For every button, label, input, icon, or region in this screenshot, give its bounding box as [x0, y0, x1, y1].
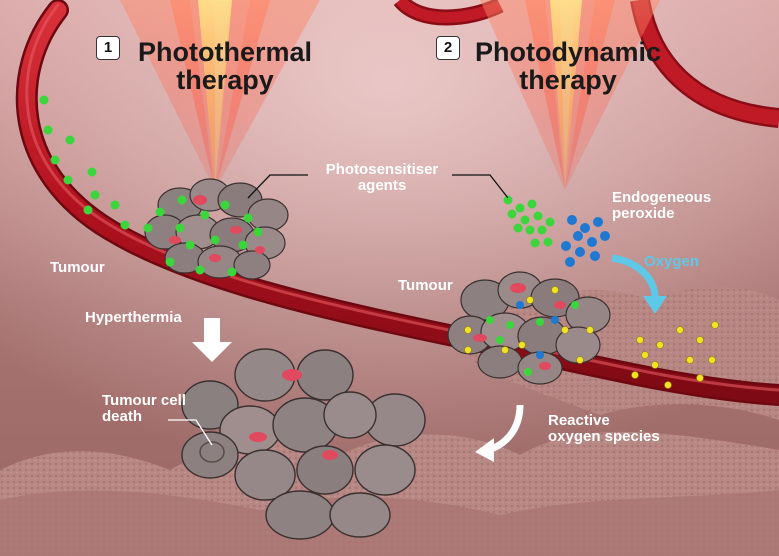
photosensitiser-label-line1: Photosensitiser: [325, 161, 439, 178]
photosensitiser-cluster-right: [503, 195, 555, 248]
hyperthermia-label: Hyperthermia: [85, 309, 182, 326]
photothermal-title: Photothermal therapy: [130, 38, 320, 95]
endogeneous-peroxide-label: Endogeneous peroxide: [612, 190, 711, 222]
blood-vessel: [15, 0, 779, 406]
peroxide-cluster: [561, 215, 610, 267]
photodynamic-title-line2: therapy: [519, 65, 617, 96]
ros-arrow: [475, 404, 524, 462]
peroxide-in-tumour: [516, 301, 559, 359]
photosensitiser-label: Photosensitiser agents: [312, 162, 452, 194]
photothermal-title-line2: therapy: [176, 65, 274, 96]
step-number-2: 2: [436, 36, 460, 60]
tumour-cluster-left: [144, 178, 289, 280]
laser-beam-photothermal: [120, 0, 320, 190]
dead-tumour-cells: [181, 348, 426, 540]
photosensitiser-in-tumour: [486, 301, 579, 376]
tumour-label-left: Tumour: [50, 259, 105, 276]
photodynamic-title-line1: Photodynamic: [474, 37, 662, 67]
cell-death-label-line1: Tumour cell: [102, 392, 186, 409]
cell-death-label-line2: death: [102, 407, 143, 425]
endogeneous-label-line1: Endogeneous: [612, 189, 712, 206]
tumour-label-right: Tumour: [398, 277, 453, 294]
leader-lines: [168, 174, 509, 446]
ros-label: Reactive oxygen species: [548, 413, 660, 445]
oxygen-label: Oxygen: [644, 253, 700, 270]
oxygen-arrow: [611, 254, 667, 314]
step-number-1: 1: [96, 36, 120, 60]
photosensitiser-dots-left: [39, 95, 263, 277]
cell-death-label: Tumour cell death: [102, 393, 186, 425]
ros-particles: [464, 286, 719, 389]
photodynamic-title: Photodynamic therapy: [468, 38, 668, 95]
endogeneous-label-line2: peroxide: [612, 204, 675, 222]
hyperthermia-arrow: [192, 318, 232, 362]
photothermal-title-line1: Photothermal: [137, 37, 312, 67]
photosensitiser-label-line2: agents: [357, 176, 407, 194]
laser-beam-photodynamic: [480, 0, 660, 190]
ros-label-line2: oxygen species: [548, 427, 660, 445]
ros-label-line1: Reactive: [548, 412, 610, 429]
